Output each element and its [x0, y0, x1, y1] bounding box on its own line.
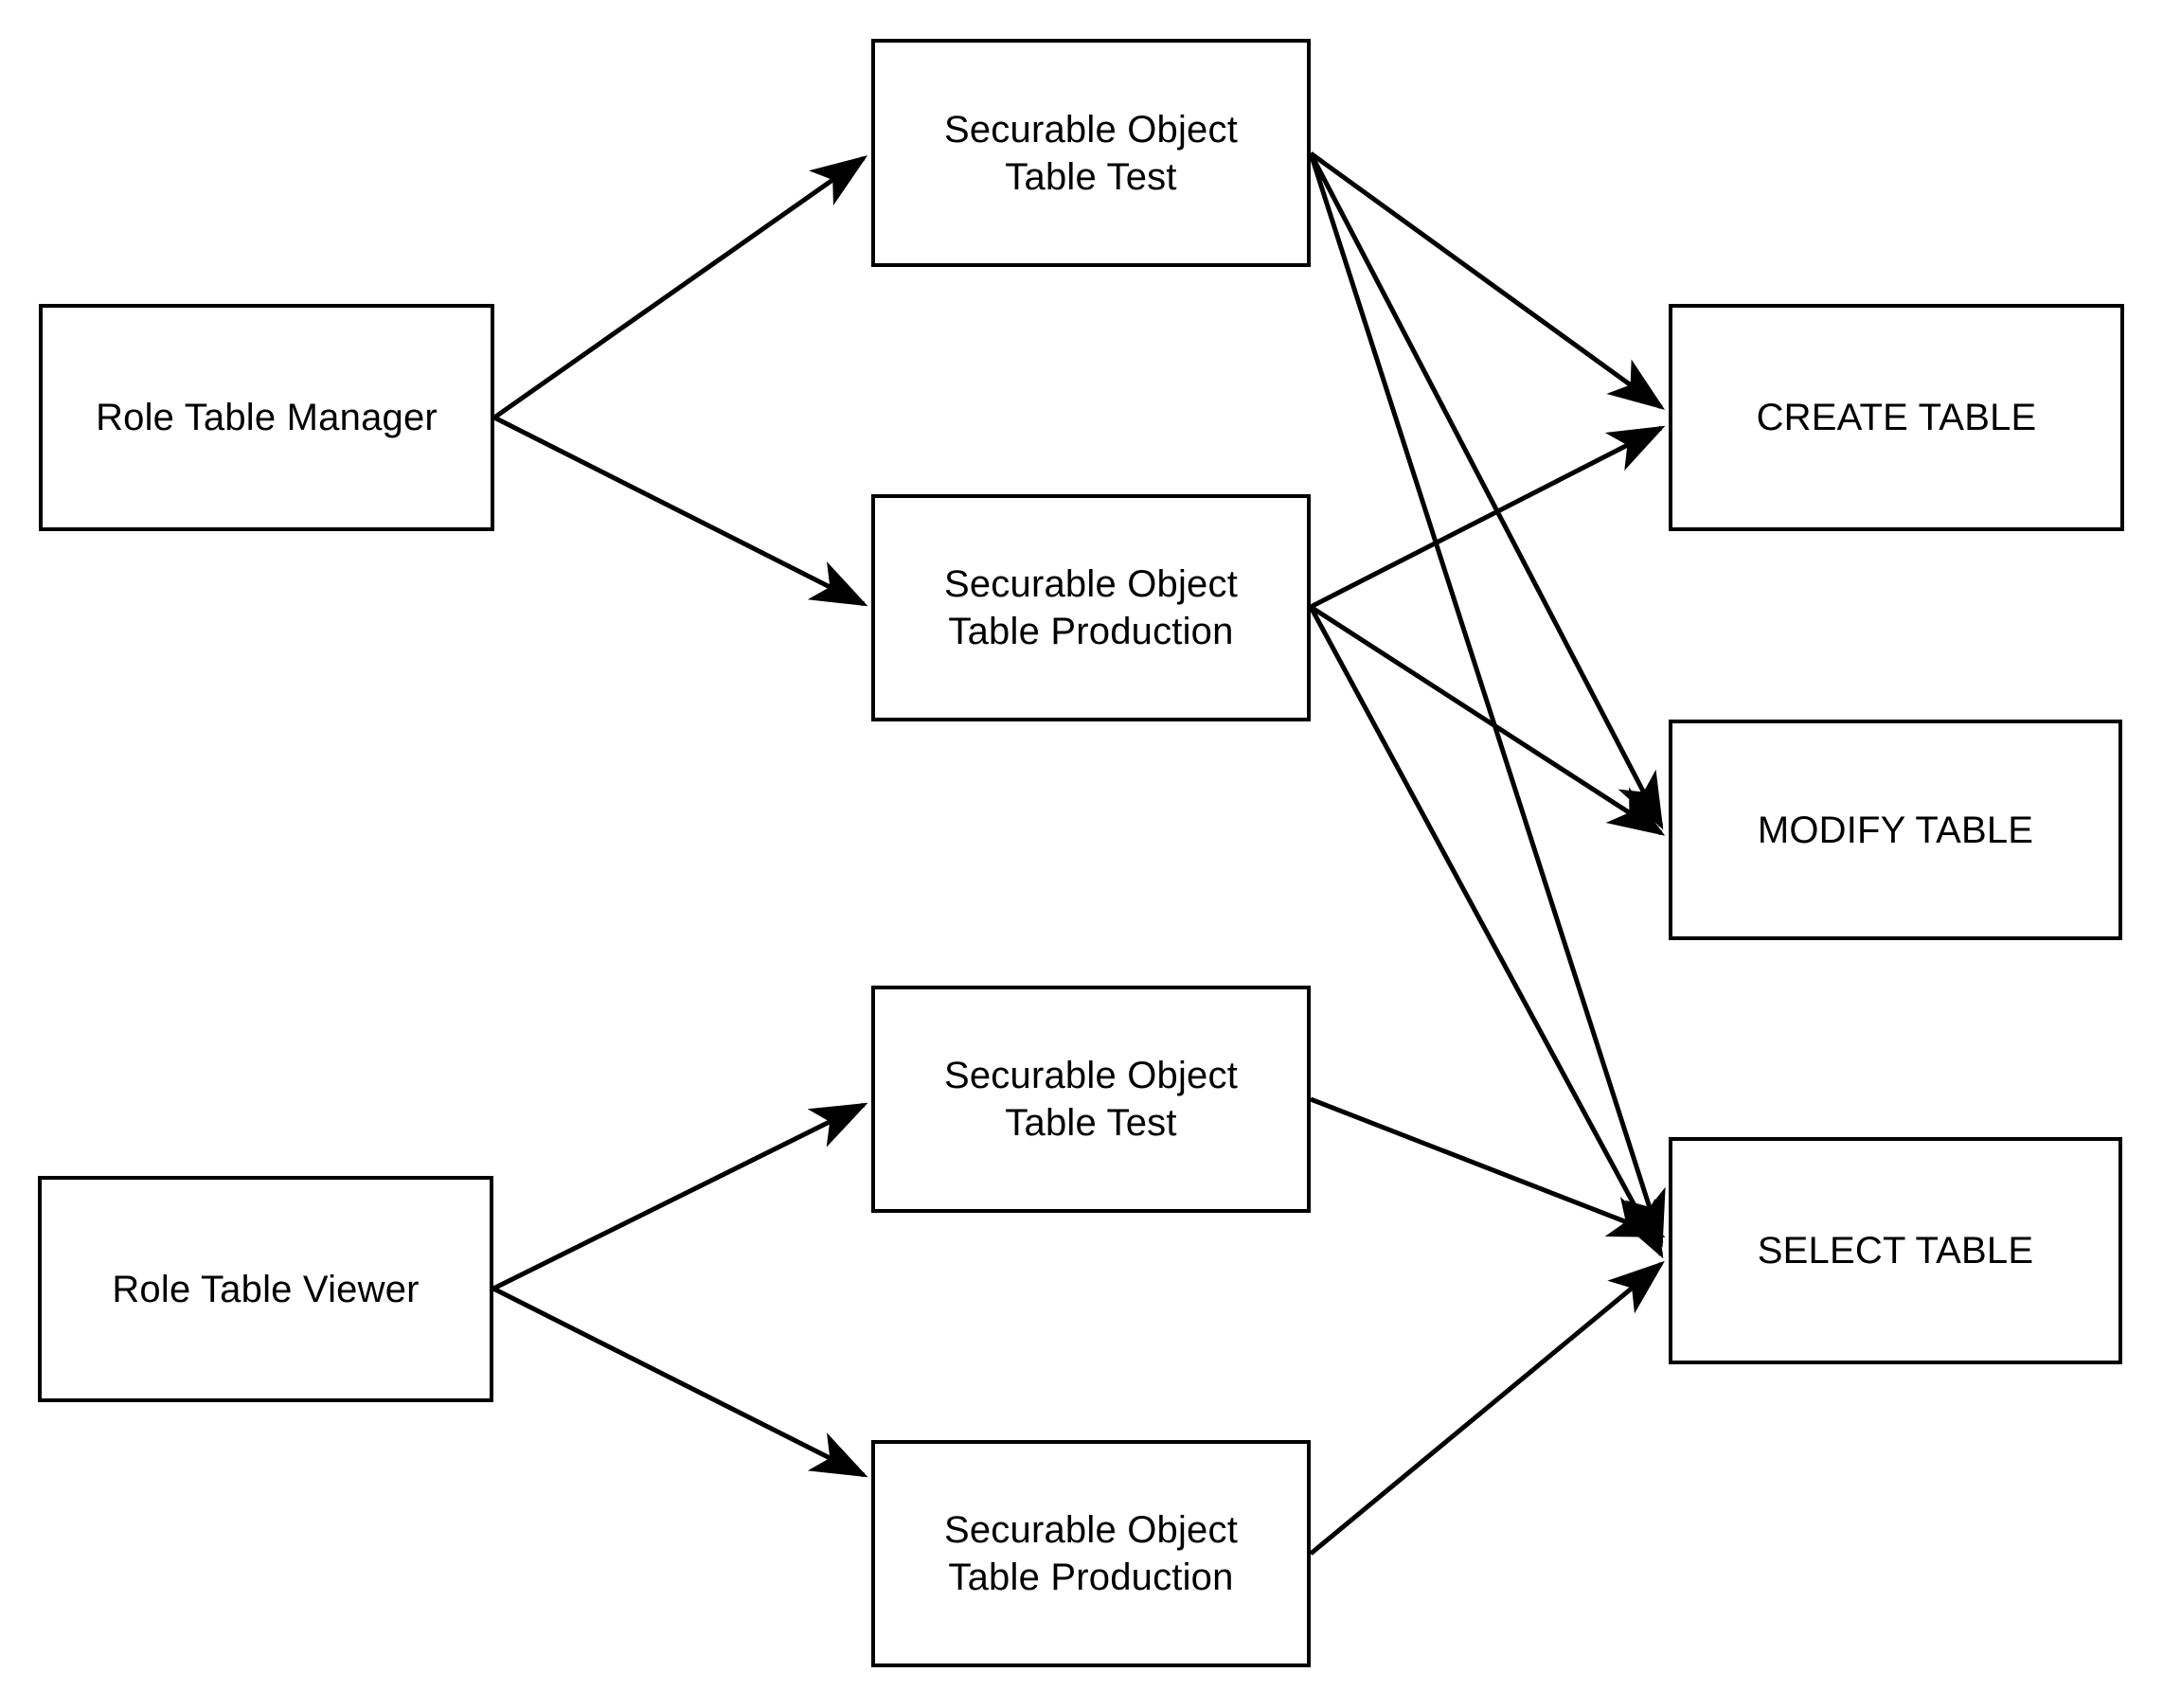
edge-e8: [1308, 605, 1664, 1259]
node-label: Securable Object Table Production: [943, 1509, 1239, 1598]
node-securable-object-table-test-manager[interactable]: Securable Object Table Test: [871, 39, 1311, 267]
node-label: Securable Object Table Test: [943, 108, 1239, 198]
node-securable-object-table-production-manager[interactable]: Securable Object Table Production: [871, 494, 1311, 721]
edge-e3: [1309, 151, 1666, 410]
node-modify-table[interactable]: MODIFY TABLE: [1669, 720, 2122, 940]
node-label: Role Table Viewer: [112, 1268, 420, 1310]
edge-e4: [1308, 151, 1664, 830]
edge-e7: [1309, 604, 1666, 836]
node-select-table[interactable]: SELECT TABLE: [1669, 1137, 2122, 1364]
node-label: CREATE TABLE: [1756, 397, 2037, 438]
node-securable-object-table-test-viewer[interactable]: Securable Object Table Test: [871, 986, 1311, 1213]
node-create-table[interactable]: CREATE TABLE: [1669, 304, 2124, 531]
edge-e1: [492, 155, 868, 420]
edge-e5: [1308, 152, 1666, 1248]
node-label: MODIFY TABLE: [1757, 809, 2034, 851]
node-label: Role Table Manager: [96, 397, 438, 438]
node-securable-object-table-production-viewer[interactable]: Securable Object Table Production: [871, 1440, 1311, 1667]
edge-e12: [1309, 1260, 1665, 1556]
node-label: Securable Object Table Production: [943, 563, 1239, 652]
edge-e2: [492, 415, 868, 607]
edge-e6: [1309, 425, 1666, 610]
edge-e9: [492, 1102, 868, 1291]
node-role-table-manager[interactable]: Role Table Manager: [39, 304, 494, 531]
node-role-table-viewer[interactable]: Role Table Viewer: [38, 1176, 493, 1402]
node-label: Securable Object Table Test: [943, 1055, 1239, 1144]
edge-e11: [1310, 1096, 1666, 1238]
edge-e10: [492, 1286, 868, 1478]
node-label: SELECT TABLE: [1757, 1230, 2034, 1272]
